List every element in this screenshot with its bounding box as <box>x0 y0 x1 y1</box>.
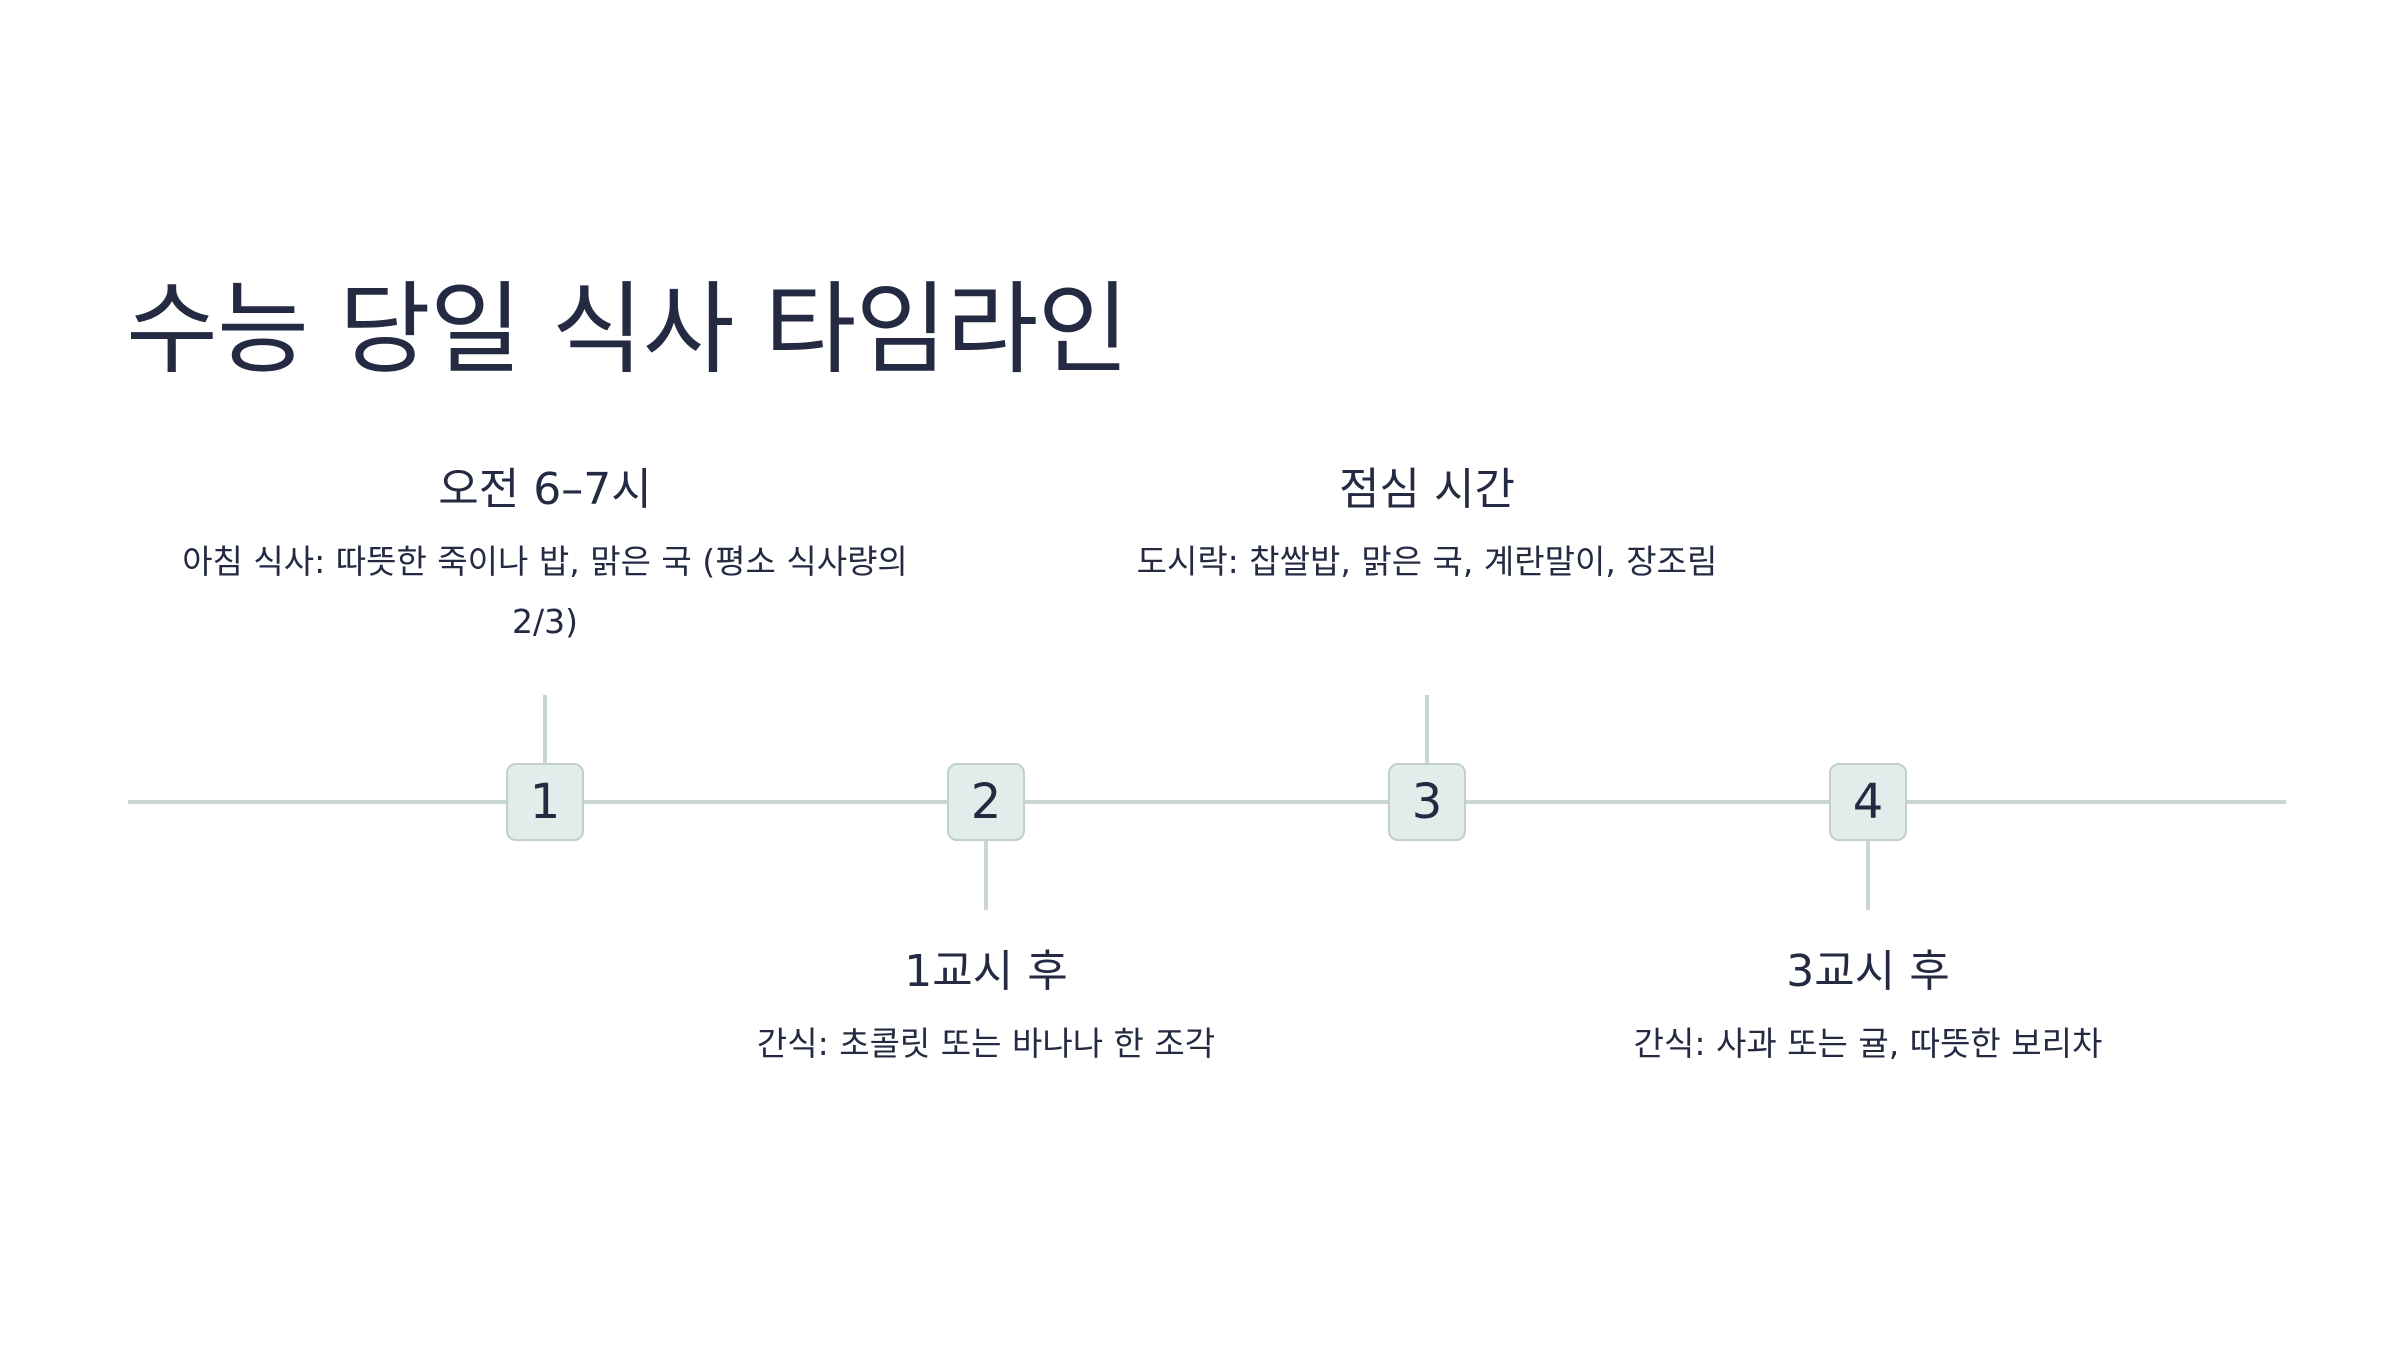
timeline-marker-4: 4 <box>1829 763 1907 841</box>
event-description: 아침 식사: 따뜻한 죽이나 밥, 맑은 국 (평소 식사량의 2/3) <box>182 542 908 641</box>
event-time: 3교시 후 <box>1786 946 1950 997</box>
event-description: 간식: 초콜릿 또는 바나나 한 조각 <box>756 1024 1216 1063</box>
event-time: 점심 시간 <box>1339 464 1515 515</box>
connector-2 <box>984 840 988 910</box>
event-time: 오전 6–7시 <box>438 464 652 515</box>
timeline-marker-3: 3 <box>1388 763 1466 841</box>
connector-3 <box>1425 695 1429 765</box>
connector-4 <box>1866 840 1870 910</box>
timeline-marker-2: 2 <box>947 763 1025 841</box>
timeline-axis <box>128 800 2286 804</box>
timeline-event-2: 1교시 후 간식: 초콜릿 또는 바나나 한 조각 <box>606 942 1366 1074</box>
event-description: 도시락: 찹쌀밥, 맑은 국, 계란말이, 장조림 <box>1136 542 1718 581</box>
timeline-event-1: 오전 6–7시 아침 식사: 따뜻한 죽이나 밥, 맑은 국 (평소 식사량의 … <box>165 460 925 652</box>
event-time: 1교시 후 <box>904 946 1068 997</box>
timeline-marker-1: 1 <box>506 763 584 841</box>
timeline-event-3: 점심 시간 도시락: 찹쌀밥, 맑은 국, 계란말이, 장조림 <box>1047 460 1807 592</box>
timeline-event-4: 3교시 후 간식: 사과 또는 귤, 따뜻한 보리차 <box>1488 942 2248 1074</box>
connector-1 <box>543 695 547 765</box>
event-description: 간식: 사과 또는 귤, 따뜻한 보리차 <box>1633 1024 2103 1063</box>
page-title: 수능 당일 식사 타임라인 <box>126 271 1129 388</box>
